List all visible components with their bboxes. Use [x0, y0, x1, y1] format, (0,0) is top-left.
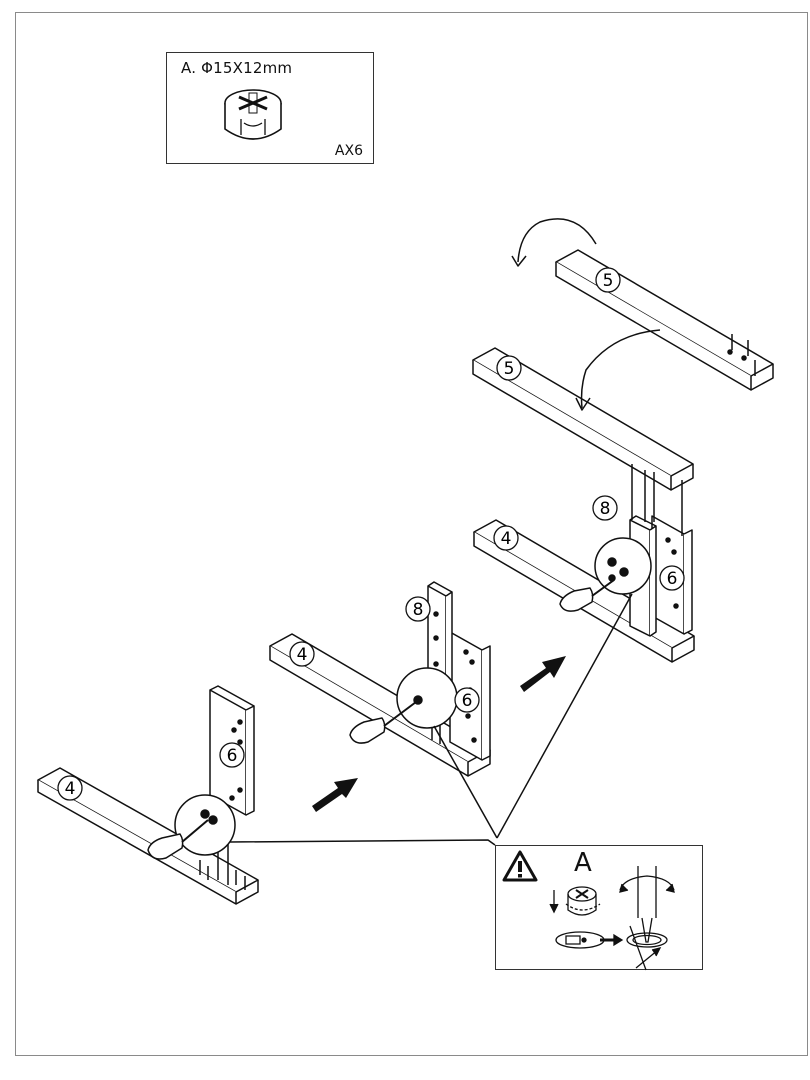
svg-text:8: 8: [600, 499, 611, 519]
svg-text:6: 6: [667, 569, 678, 589]
svg-text:4: 4: [297, 645, 308, 665]
step3-group: [473, 219, 773, 662]
svg-text:4: 4: [65, 779, 76, 799]
svg-text:6: 6: [462, 691, 473, 711]
svg-text:8: 8: [413, 600, 424, 620]
callout-4-step1: 4: [58, 776, 82, 800]
step2-group: [270, 582, 490, 776]
callout-4-step2: 4: [290, 642, 314, 666]
callout-8-step3: 8: [593, 496, 617, 520]
callout-4-step3: 4: [494, 526, 518, 550]
callout-6-step1: 6: [220, 743, 244, 767]
callout-5-lower: 5: [497, 356, 521, 380]
detail-box-a: A: [495, 845, 703, 970]
detail-illustration: [496, 846, 704, 971]
svg-text:4: 4: [501, 529, 512, 549]
callout-6-step2: 6: [455, 688, 479, 712]
svg-text:5: 5: [603, 271, 614, 291]
callout-6-step3: 6: [660, 566, 684, 590]
svg-text:5: 5: [504, 359, 515, 379]
callout-8-step2: 8: [406, 597, 430, 621]
callout-5-upper: 5: [596, 268, 620, 292]
svg-text:6: 6: [227, 746, 238, 766]
